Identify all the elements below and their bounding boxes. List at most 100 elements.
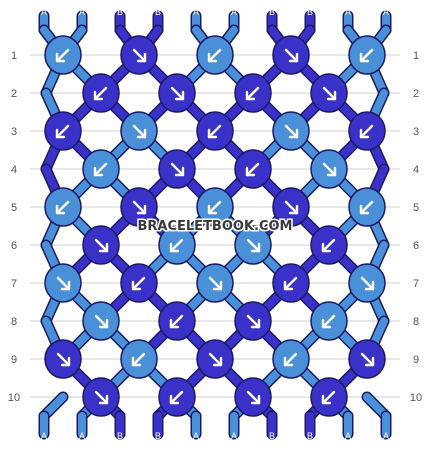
knot [120, 339, 158, 379]
knot [348, 35, 386, 75]
arrow-southeast-icon [360, 276, 375, 291]
row-label-left: 10 [8, 392, 20, 404]
arrow-southeast-icon [208, 352, 223, 367]
bottom-string-label: A [345, 431, 351, 441]
arrow-southwest-icon [55, 124, 70, 139]
knot [272, 187, 310, 227]
knot [120, 111, 158, 151]
arrow-head-icon [136, 52, 147, 63]
arrow-head-icon [359, 52, 370, 63]
arrow-southeast-icon [322, 162, 337, 177]
knot [120, 263, 158, 303]
knot [234, 301, 272, 341]
knot [196, 263, 234, 303]
arrow-head-icon [250, 394, 261, 405]
knot [82, 225, 120, 265]
row-label-right: 6 [413, 240, 419, 252]
arrow-head-icon [93, 90, 104, 101]
bottom-string-label: B [155, 431, 161, 441]
arrow-head-icon [283, 356, 294, 367]
knot [120, 35, 158, 75]
arrow-southwest-icon [93, 86, 108, 101]
knot [44, 111, 82, 151]
arrow-southeast-icon [246, 314, 261, 329]
knot [82, 377, 120, 417]
knot [310, 225, 348, 265]
bottom-string-label: A [41, 431, 47, 441]
knot [348, 339, 386, 379]
row-label-right: 9 [413, 354, 419, 366]
knot [82, 301, 120, 341]
knot [272, 263, 310, 303]
arrow-head-icon [250, 318, 261, 329]
top-string-label: B [155, 7, 161, 17]
arrow-southeast-icon [132, 124, 147, 139]
knot [158, 301, 196, 341]
knot [158, 149, 196, 189]
knot [196, 35, 234, 75]
row-label-left: 1 [11, 50, 17, 62]
arrow-southwest-icon [245, 86, 260, 101]
arrow-head-icon [288, 204, 299, 215]
bottom-string-label: A [79, 431, 85, 441]
knot [234, 377, 272, 417]
arrow-southwest-icon [321, 314, 336, 329]
arrow-head-icon [245, 90, 256, 101]
arrow-southeast-icon [170, 86, 185, 101]
watermark: BRACELETBOOK.COM [138, 219, 293, 234]
row-label-right: 10 [410, 392, 422, 404]
arrow-head-icon [136, 128, 147, 139]
bottom-string-label: A [231, 431, 237, 441]
bottom-string-label: B [117, 431, 123, 441]
knot [158, 73, 196, 113]
bottom-string-label: B [307, 431, 313, 441]
arrow-southeast-icon [284, 124, 299, 139]
arrow-head-icon [93, 166, 104, 177]
arrow-southwest-icon [131, 352, 146, 367]
arrow-head-icon [98, 318, 109, 329]
arrow-southeast-icon [208, 276, 223, 291]
knot [310, 301, 348, 341]
arrow-southeast-icon [132, 200, 147, 215]
arrow-southwest-icon [207, 124, 222, 139]
arrow-southeast-icon [246, 390, 261, 405]
arrow-southwest-icon [283, 276, 298, 291]
arrow-head-icon [169, 394, 180, 405]
knot [44, 339, 82, 379]
knot [234, 73, 272, 113]
arrow-southwest-icon [359, 200, 374, 215]
arrow-southwest-icon [169, 314, 184, 329]
arrow-head-icon [60, 280, 71, 291]
arrow-southeast-icon [170, 162, 185, 177]
arrow-head-icon [326, 90, 337, 101]
knot [82, 73, 120, 113]
knot [120, 187, 158, 227]
row-label-right: 7 [413, 278, 419, 290]
arrow-head-icon [174, 166, 185, 177]
top-string-label: A [41, 7, 47, 17]
bottom-string-label: A [383, 431, 389, 441]
knot [310, 73, 348, 113]
row-label-right: 8 [413, 316, 419, 328]
row-label-left: 3 [11, 126, 17, 138]
arrow-southwest-icon [207, 200, 222, 215]
row-label-right: 1 [413, 50, 419, 62]
row-label-left: 9 [11, 354, 17, 366]
arrow-head-icon [207, 128, 218, 139]
row-label-left: 5 [11, 202, 17, 214]
arrow-head-icon [283, 280, 294, 291]
knot [348, 111, 386, 151]
knot [82, 149, 120, 189]
arrow-head-icon [321, 318, 332, 329]
arrow-southeast-icon [132, 48, 147, 63]
row-label-left: 7 [11, 278, 17, 290]
arrow-southeast-icon [360, 352, 375, 367]
arrow-southeast-icon [246, 238, 261, 253]
arrow-head-icon [364, 356, 375, 367]
arrow-southwest-icon [55, 48, 70, 63]
arrow-southwest-icon [321, 238, 336, 253]
arrow-head-icon [288, 52, 299, 63]
knot [196, 111, 234, 151]
arrow-head-icon [169, 242, 180, 253]
